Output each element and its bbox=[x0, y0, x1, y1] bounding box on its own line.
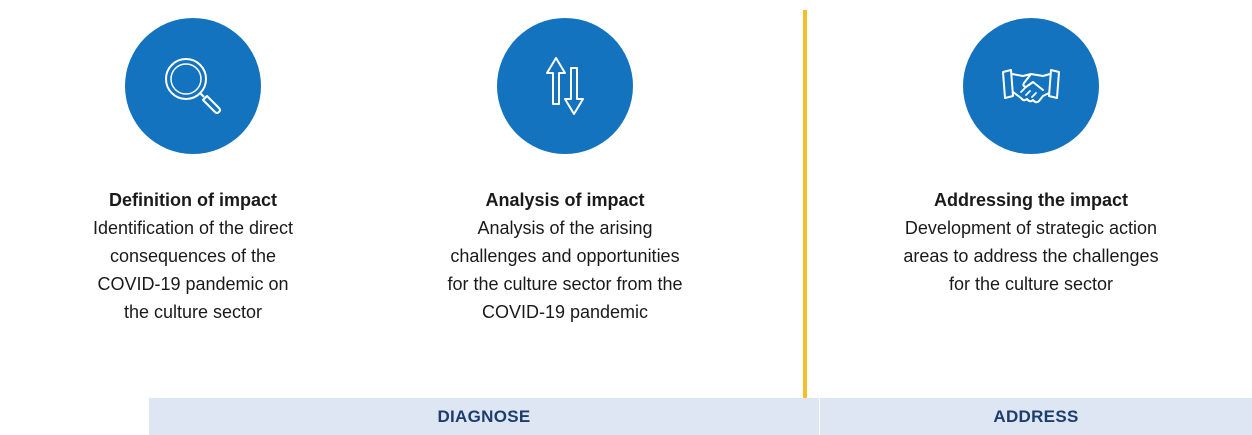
step-analysis-of-impact: Analysis of impact Analysis of the arisi… bbox=[400, 0, 730, 326]
step-addressing-the-impact: Addressing the impact Development of str… bbox=[866, 0, 1196, 298]
up-down-arrows-icon bbox=[546, 57, 584, 115]
handshake-icon bbox=[1002, 69, 1060, 104]
step-definition-of-impact: Definition of impact Identification of t… bbox=[28, 0, 358, 326]
magnifying-glass-icon-circle bbox=[125, 18, 261, 154]
step-description: Analysis of the arising challenges and o… bbox=[447, 218, 683, 322]
step-title: Definition of impact bbox=[109, 190, 277, 210]
phase-divider bbox=[803, 10, 807, 435]
step-description: Identification of the direct consequence… bbox=[92, 218, 294, 322]
phase-bar-address: ADDRESS bbox=[820, 398, 1252, 435]
phase-bar-diagnose: DIAGNOSE bbox=[149, 398, 819, 435]
up-down-arrows-icon-circle bbox=[497, 18, 633, 154]
step-description: Development of strategic action areas to… bbox=[903, 218, 1159, 294]
step-title: Addressing the impact bbox=[933, 190, 1129, 210]
handshake-icon-circle bbox=[963, 18, 1099, 154]
magnifying-glass-icon bbox=[165, 58, 221, 114]
step-title: Analysis of impact bbox=[485, 190, 645, 210]
